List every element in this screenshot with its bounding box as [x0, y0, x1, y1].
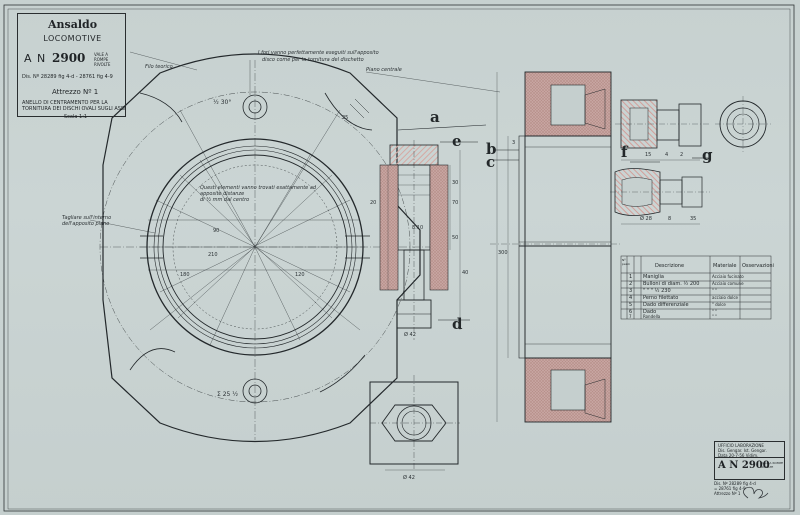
note-left: Tagliare sull'interno: [62, 215, 112, 221]
stamp-line2: Data 20-7-56 Vidim.: [718, 453, 759, 458]
angle-top: ½ 30°: [213, 99, 232, 106]
bolt-assembly: [379, 140, 461, 340]
dim-label: Ø 42: [403, 475, 415, 481]
stamp-office: UFFICIO LABORAZIONE: [718, 443, 764, 448]
bottom-ref-3: Attrezzo Nº 1: [714, 491, 741, 496]
dim-label: 20: [370, 200, 377, 206]
an-label: A N: [24, 52, 47, 65]
dim-label: 70: [452, 200, 459, 206]
section-letter-e: e: [452, 132, 462, 150]
table-row-material: Acciaio fucinato: [712, 274, 744, 279]
table-row-desc: " " " ½ 230: [643, 288, 671, 294]
drawing-number: 2900: [52, 51, 86, 65]
stamp-suffix: VALE A ROMPE RIVOLTE: [761, 461, 784, 469]
table-row-desc: Dado: [643, 309, 657, 315]
table-row-desc: Perno filettato: [643, 295, 679, 301]
note-top-center-2: disco come per la tornitura del dischett…: [262, 57, 364, 63]
table-row-material: " ": [712, 314, 717, 319]
section-letter-b: b: [486, 140, 497, 158]
table-row-qty: 6: [629, 309, 633, 315]
note-left-2: dell'apposito piano: [62, 221, 110, 227]
plug-detail: [615, 96, 771, 161]
dim-label: 90: [213, 228, 220, 234]
bottom-ref-1: Dis. Nº 28289 fig 4-d: [714, 481, 756, 486]
number-suffix: VALE A ROMPE RIVOLTE: [94, 52, 111, 67]
table-row-qty: 7: [629, 314, 632, 319]
table-header-qty: Nº pezzi: [622, 258, 630, 266]
table-header-desc: Descrizione: [655, 263, 685, 269]
parts-table-grid: [620, 255, 772, 320]
stamp-line1: Dis. Gengar. Ist. Gengar.: [718, 448, 767, 453]
note-center-2: apposite distanze: [200, 191, 245, 197]
dim-label: 210: [208, 252, 218, 258]
table-row-qty: 3: [629, 288, 633, 294]
drawing-refs: Dis. Nº 28289 fig 4-d - 28761 fig 4-9: [22, 74, 113, 80]
dim-label: 2: [680, 152, 684, 158]
table-header-notes: Osservazioni: [742, 263, 774, 269]
note-top-right: Piano centrale: [366, 67, 402, 73]
note-center: Questi elementi vanno trovati esattament…: [200, 185, 317, 191]
table-row-desc: Dado differenziale: [643, 302, 689, 308]
table-row-material: " ": [712, 309, 717, 314]
table-row-qty: 5: [629, 302, 633, 308]
note-center-3: di ½ mm dal centro: [200, 197, 250, 203]
dim-label: 15: [645, 152, 652, 158]
dim-label: Ø 28: [640, 216, 652, 222]
table-row-material: acciaio dolce: [712, 295, 738, 300]
table-row-qty: 4: [629, 295, 633, 301]
bottom-refs: Dis. Nº 28289 fig 4-d = 28761 fig 4-9 At…: [714, 481, 756, 496]
construction-lines: [89, 51, 501, 440]
section-letter-d: d: [452, 315, 463, 333]
table-row-desc: Bulloni di diam. ½ 200: [643, 281, 700, 287]
table-row-material: Acciaio comune: [712, 281, 744, 286]
dim-label: 8.10: [412, 225, 424, 231]
title-block: Ansaldo LOCOMOTIVE A N 2900 VALE A ROMPE…: [17, 13, 126, 120]
section-letter-g: g: [702, 146, 713, 164]
note-top-center: I fori vanno perfettamente eseguiti sull…: [258, 50, 379, 56]
dim-label: 120: [295, 272, 305, 278]
section-markers: [397, 124, 708, 321]
dim-label: 25: [342, 115, 349, 121]
dim-label: 30: [452, 180, 459, 186]
signature: [743, 486, 769, 499]
table-row-qty: 1: [629, 274, 633, 280]
flange-plate: [102, 53, 421, 443]
note-top-left: Filo teorico: [145, 64, 173, 70]
dim-label: 40: [462, 270, 469, 276]
table-row-qty: 2: [629, 281, 633, 287]
bottom-ref-2: = 28761 fig 4-9: [714, 486, 746, 491]
drawing-description: ANELLO DI CENTRAMENTO PER LA TORNITURA D…: [22, 100, 126, 112]
dim-label: 180: [180, 272, 190, 278]
cup-detail: [610, 168, 710, 225]
section-letter-f: f: [621, 143, 628, 161]
parts-table: Nº pezzi Descrizione Materiale Osservazi…: [621, 256, 774, 319]
office-stamp: UFFICIO LABORAZIONE Dis. Gengar. Ist. Ge…: [714, 441, 785, 458]
table-row-material: " ": [712, 288, 717, 293]
dim-label: 35: [690, 216, 697, 222]
section-letter-c: c: [486, 153, 496, 171]
dim-label: 300: [498, 250, 508, 256]
nut-view: [369, 375, 460, 471]
angle-bottom: Σ 25 ½: [217, 391, 239, 398]
dim-label: 4: [665, 152, 669, 158]
side-section: [490, 71, 620, 423]
company-name: Ansaldo: [47, 18, 98, 31]
section-letter-a: a: [430, 108, 440, 126]
table-row-desc: Maniglia: [643, 274, 664, 280]
ring-gaps: [140, 235, 370, 259]
table-row-desc: Rondella: [643, 314, 661, 319]
tool-number: Attrezzo Nº 1: [52, 88, 99, 96]
dim-label: 8: [668, 216, 672, 222]
stamp-an-number: A N 2900: [718, 460, 770, 471]
table-row-material: " dolce: [712, 302, 726, 307]
table-header-material: Materiale: [713, 263, 737, 269]
drawing-scale: Scala 1:1: [64, 114, 88, 120]
dim-label: Ø 42: [404, 332, 416, 338]
dim-label: 50: [452, 235, 459, 241]
dim-label: 3: [512, 140, 516, 146]
drawing-number-box: A N 2900 VALE A ROMPE RIVOLTE: [714, 458, 785, 480]
product-name: LOCOMOTIVE: [43, 34, 102, 43]
